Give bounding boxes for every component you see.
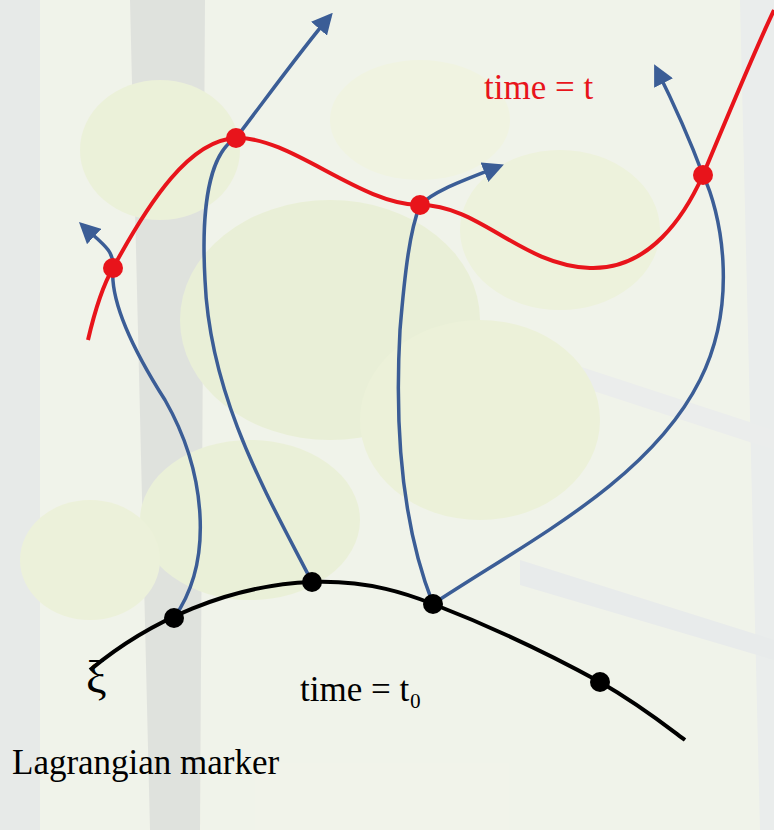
particle-trajectories [82, 16, 723, 618]
time-label: time = t [484, 70, 593, 105]
time-label: time = t₀ [300, 672, 421, 707]
initial-curve [90, 582, 685, 740]
marker-caption: Lagrangian marker [12, 745, 279, 780]
advected-markers [103, 128, 713, 278]
coordinate-symbol: ξ [86, 655, 107, 701]
evolved-curve [88, 10, 774, 340]
